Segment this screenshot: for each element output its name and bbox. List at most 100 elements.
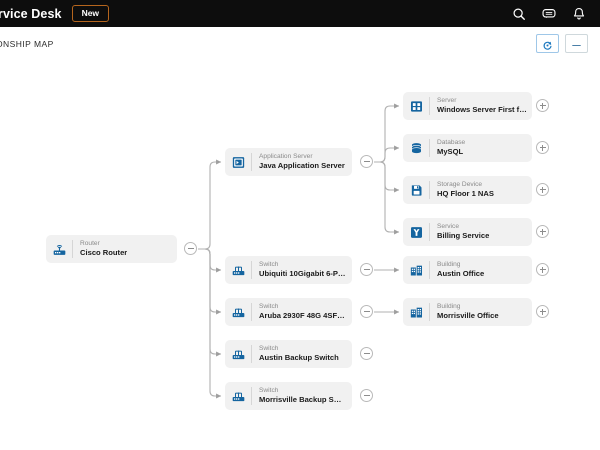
app-title: rvice Desk	[0, 6, 62, 21]
search-icon[interactable]	[512, 7, 526, 21]
toggle-austin-backup-switch[interactable]	[360, 347, 373, 360]
node-divider	[429, 303, 430, 321]
chat-icon[interactable]	[542, 7, 556, 21]
building-icon	[403, 263, 429, 278]
node-divider	[251, 261, 252, 279]
server-icon	[403, 99, 429, 114]
database-icon	[403, 141, 429, 156]
refresh-button[interactable]	[536, 34, 559, 53]
bell-icon[interactable]	[572, 7, 586, 21]
node-divider	[251, 387, 252, 405]
toggle-austin-office[interactable]	[536, 263, 549, 276]
node-divider	[429, 223, 430, 241]
toggle-billing-service[interactable]	[536, 225, 549, 238]
node-name: Austin Office	[437, 269, 485, 279]
node-divider	[72, 240, 73, 258]
node-name: HQ Floor 1 NAS	[437, 189, 494, 199]
sub-header: ONSHIP MAP	[0, 27, 600, 61]
node-mysql-database[interactable]: Database MySQL	[403, 134, 532, 162]
node-type: Storage Device	[437, 180, 483, 188]
node-divider	[429, 261, 430, 279]
toggle-morrisville-backup-switch[interactable]	[360, 389, 373, 402]
node-hq-floor-1-nas[interactable]: Storage Device HQ Floor 1 NAS	[403, 176, 532, 204]
node-java-application-server[interactable]: Application Server Java Application Serv…	[225, 148, 352, 176]
node-morrisville-backup-switch[interactable]: Switch Morrisville Backup Switch	[225, 382, 352, 410]
node-labels: Building Austin Office	[430, 260, 489, 280]
page-title: ONSHIP MAP	[0, 38, 54, 49]
map-toolbar	[536, 34, 600, 53]
node-labels: Switch Ubiquiti 10Gigabit 6-Por...	[252, 260, 352, 280]
node-type: Building	[437, 302, 461, 310]
building-icon	[403, 305, 429, 320]
toggle-hq-floor-1-nas[interactable]	[536, 183, 549, 196]
node-name: Aruba 2930F 48G 4SFP+...	[259, 311, 347, 321]
node-type: Server	[437, 96, 457, 104]
refresh-icon	[542, 38, 553, 50]
node-austin-office[interactable]: Building Austin Office	[403, 256, 532, 284]
app-bar: rvice Desk New	[0, 0, 600, 27]
toggle-aruba-switch[interactable]	[360, 305, 373, 318]
node-labels: Storage Device HQ Floor 1 NAS	[430, 180, 499, 200]
relationship-map-canvas[interactable]: Router Cisco Router Application Server J…	[0, 60, 600, 450]
node-name: Morrisville Backup Switch	[259, 395, 347, 405]
router-icon	[46, 242, 72, 257]
node-divider	[251, 303, 252, 321]
application-server-icon	[225, 155, 251, 170]
node-labels: Router Cisco Router	[73, 239, 132, 259]
node-aruba-switch[interactable]: Switch Aruba 2930F 48G 4SFP+...	[225, 298, 352, 326]
toggle-windows-server[interactable]	[536, 99, 549, 112]
node-divider	[429, 181, 430, 199]
node-name: Austin Backup Switch	[259, 353, 339, 363]
switch-icon	[225, 347, 251, 362]
app-bar-actions	[512, 7, 600, 21]
node-divider	[251, 345, 252, 363]
node-type: Building	[437, 260, 461, 268]
node-labels: Switch Morrisville Backup Switch	[252, 386, 352, 406]
node-name: Java Application Server	[259, 161, 345, 171]
node-type: Database	[437, 138, 466, 146]
node-labels: Switch Aruba 2930F 48G 4SFP+...	[252, 302, 352, 322]
node-type: Service	[437, 222, 459, 230]
node-name: Cisco Router	[80, 248, 128, 258]
node-ubiquiti-switch[interactable]: Switch Ubiquiti 10Gigabit 6-Por...	[225, 256, 352, 284]
node-type: Switch	[259, 344, 279, 352]
node-billing-service[interactable]: Service Billing Service	[403, 218, 532, 246]
storage-device-icon	[403, 183, 429, 198]
node-labels: Database MySQL	[430, 138, 470, 158]
node-labels: Building Morrisville Office	[430, 302, 504, 322]
node-type: Switch	[259, 260, 279, 268]
switch-icon	[225, 305, 251, 320]
node-divider	[251, 153, 252, 171]
node-name: Ubiquiti 10Gigabit 6-Por...	[259, 269, 347, 279]
node-divider	[429, 97, 430, 115]
node-morrisville-office[interactable]: Building Morrisville Office	[403, 298, 532, 326]
node-name: Morrisville Office	[437, 311, 499, 321]
node-name: Windows Server First floor	[437, 105, 527, 115]
node-cisco-router[interactable]: Router Cisco Router	[46, 235, 177, 263]
switch-icon	[225, 389, 251, 404]
new-button[interactable]: New	[71, 5, 110, 22]
node-labels: Server Windows Server First floor	[430, 96, 532, 116]
toggle-mysql-database[interactable]	[536, 141, 549, 154]
service-icon	[403, 225, 429, 240]
switch-icon	[225, 263, 251, 278]
node-type: Switch	[259, 302, 279, 310]
node-labels: Application Server Java Application Serv…	[252, 152, 350, 172]
node-name: Billing Service	[437, 231, 490, 241]
collapse-button[interactable]	[565, 34, 588, 53]
toggle-java-application-server[interactable]	[360, 155, 373, 168]
node-windows-server[interactable]: Server Windows Server First floor	[403, 92, 532, 120]
node-name: MySQL	[437, 147, 464, 157]
node-type: Switch	[259, 386, 279, 394]
node-labels: Service Billing Service	[430, 222, 494, 242]
toggle-cisco-router[interactable]	[184, 242, 197, 255]
toggle-ubiquiti-switch[interactable]	[360, 263, 373, 276]
node-type: Router	[80, 239, 100, 247]
toggle-morrisville-office[interactable]	[536, 305, 549, 318]
node-divider	[429, 139, 430, 157]
edge-layer	[198, 103, 400, 399]
node-labels: Switch Austin Backup Switch	[252, 344, 344, 364]
node-austin-backup-switch[interactable]: Switch Austin Backup Switch	[225, 340, 352, 368]
minus-icon	[571, 38, 582, 49]
node-type: Application Server	[259, 152, 313, 160]
